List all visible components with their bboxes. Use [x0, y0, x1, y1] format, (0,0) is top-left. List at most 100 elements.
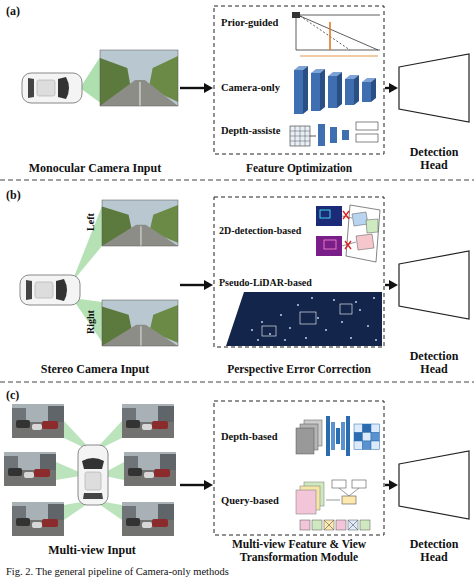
node-label: Stereo Camera Input — [10, 363, 180, 376]
camera-cone — [72, 206, 102, 342]
dashed-frame — [213, 196, 385, 348]
pseudo-lidar-cloud — [251, 329, 253, 331]
detection-2d-sketch — [324, 240, 336, 249]
node-text-block: Multi-view Input — [4, 544, 180, 557]
prior-geometry-sketch — [300, 16, 350, 50]
depth-assist-sketch — [310, 136, 316, 137]
node-label: Monocular Camera Input — [10, 162, 180, 175]
pseudo-lidar-cloud — [340, 304, 352, 314]
head-trapezoid — [398, 53, 470, 123]
depth-volume-sketch — [363, 441, 372, 450]
node-label: Detection Head — [398, 146, 470, 172]
camera-image — [122, 502, 174, 536]
cnn-blocks — [303, 66, 308, 114]
ego-car — [20, 275, 80, 305]
panel-separator — [0, 382, 474, 383]
detection-2d-sketch — [320, 210, 330, 218]
cnn-blocks — [371, 78, 376, 102]
prior-geometry-sketch — [300, 16, 378, 50]
arrow-shaft — [180, 284, 205, 286]
head-trapezoid-shape — [399, 251, 469, 319]
head-trapezoid-shape — [399, 54, 469, 122]
ego-car — [20, 275, 80, 305]
panel-label: (c) — [6, 389, 19, 401]
cnn-blocks — [362, 82, 371, 102]
flow-arrow — [180, 480, 213, 490]
depth-volume-sketch — [363, 424, 372, 433]
depth-volume-sketch — [354, 441, 363, 450]
head-trapezoid — [398, 250, 470, 320]
depth-volume-sketch — [354, 433, 363, 442]
prior-geometry-sketch — [300, 56, 378, 57]
camera-cone — [72, 206, 102, 282]
panel-label: (b) — [6, 189, 21, 201]
depth-assist-sketch — [318, 124, 325, 146]
cnn-blocks — [345, 79, 354, 105]
arrow-head — [389, 280, 398, 290]
query-sketch — [326, 488, 359, 500]
camera-image — [12, 502, 64, 536]
method-label: Camera-only — [221, 83, 280, 94]
input-group: Monocular Camera Input — [10, 40, 180, 175]
pseudo-lidar-cloud — [373, 297, 375, 299]
depth-assist-sketch — [356, 122, 378, 130]
node-label: Perspective Error Correction — [213, 363, 385, 376]
flow-arrow — [385, 480, 398, 490]
pseudo-lidar-cloud — [297, 304, 299, 306]
depth-assist-sketch — [290, 126, 310, 146]
camera-image — [122, 404, 174, 438]
camera-image — [124, 452, 176, 486]
camera-image — [100, 50, 178, 106]
panel-separator — [0, 180, 474, 382]
depth-volume-sketch — [354, 424, 380, 450]
arrow-head — [389, 83, 398, 93]
pseudo-lidar-cloud — [226, 292, 382, 346]
pseudo-lidar-cloud — [269, 333, 271, 335]
cnn-blocks — [294, 66, 376, 114]
query-sketch — [360, 520, 370, 530]
camera-image — [100, 50, 178, 106]
detection-head: Detection Head — [398, 230, 470, 376]
prior-geometry-sketch — [296, 50, 380, 51]
figure-caption: Fig. 2. The general pipeline of Camera-o… — [6, 566, 229, 578]
dashed-frame-rect — [214, 197, 384, 347]
detection-2d-sketch — [352, 212, 368, 226]
cnn-blocks — [328, 76, 337, 108]
arrow-shaft — [180, 87, 205, 89]
arrow-head — [204, 480, 213, 490]
method-label: Query-based — [221, 496, 279, 507]
camera-image — [12, 404, 64, 438]
cnn-blocks — [337, 72, 342, 108]
arrow-head — [389, 480, 398, 490]
camera-cone — [56, 421, 124, 520]
depth-assist-sketch — [356, 134, 378, 142]
input-group: Multi-view Input — [4, 395, 180, 557]
detection-2d-sketch — [366, 219, 378, 233]
query-sketch — [300, 520, 310, 530]
node-text-block: Perspective Error Correction — [213, 363, 385, 376]
node-text-block: Detection Head — [398, 538, 470, 564]
detection-2d-sketch — [316, 236, 342, 256]
pseudo-lidar-cloud — [251, 297, 377, 341]
method-label: Depth-based — [221, 432, 278, 443]
head-trapezoid — [398, 450, 470, 520]
camera-cone — [72, 298, 102, 342]
cnn-blocks — [311, 73, 320, 111]
node-text-block: Monocular Camera Input — [10, 162, 180, 175]
module-box: Multi-view Feature & View Transformation… — [213, 400, 385, 564]
camera-side-label: Left — [86, 213, 96, 231]
pseudo-lidar-cloud — [333, 299, 335, 301]
camera-image — [4, 404, 176, 536]
pseudo-lidar-cloud — [261, 321, 263, 323]
pseudo-lidar-cloud — [257, 339, 259, 341]
ego-car — [22, 73, 82, 103]
node-label: Detection Head — [398, 350, 470, 376]
pseudo-lidar-cloud — [226, 292, 382, 346]
detection-2d-sketch — [356, 234, 374, 250]
depth-volume-sketch — [371, 441, 380, 450]
prior-geometry-sketch — [292, 12, 300, 18]
prior-geometry-sketch — [296, 18, 297, 50]
node-label: Feature Optimization — [213, 162, 385, 175]
node-label: Multi-view Feature & View Transformation… — [213, 538, 385, 564]
node-text-block: Multi-view Feature & View Transformation… — [213, 538, 385, 564]
